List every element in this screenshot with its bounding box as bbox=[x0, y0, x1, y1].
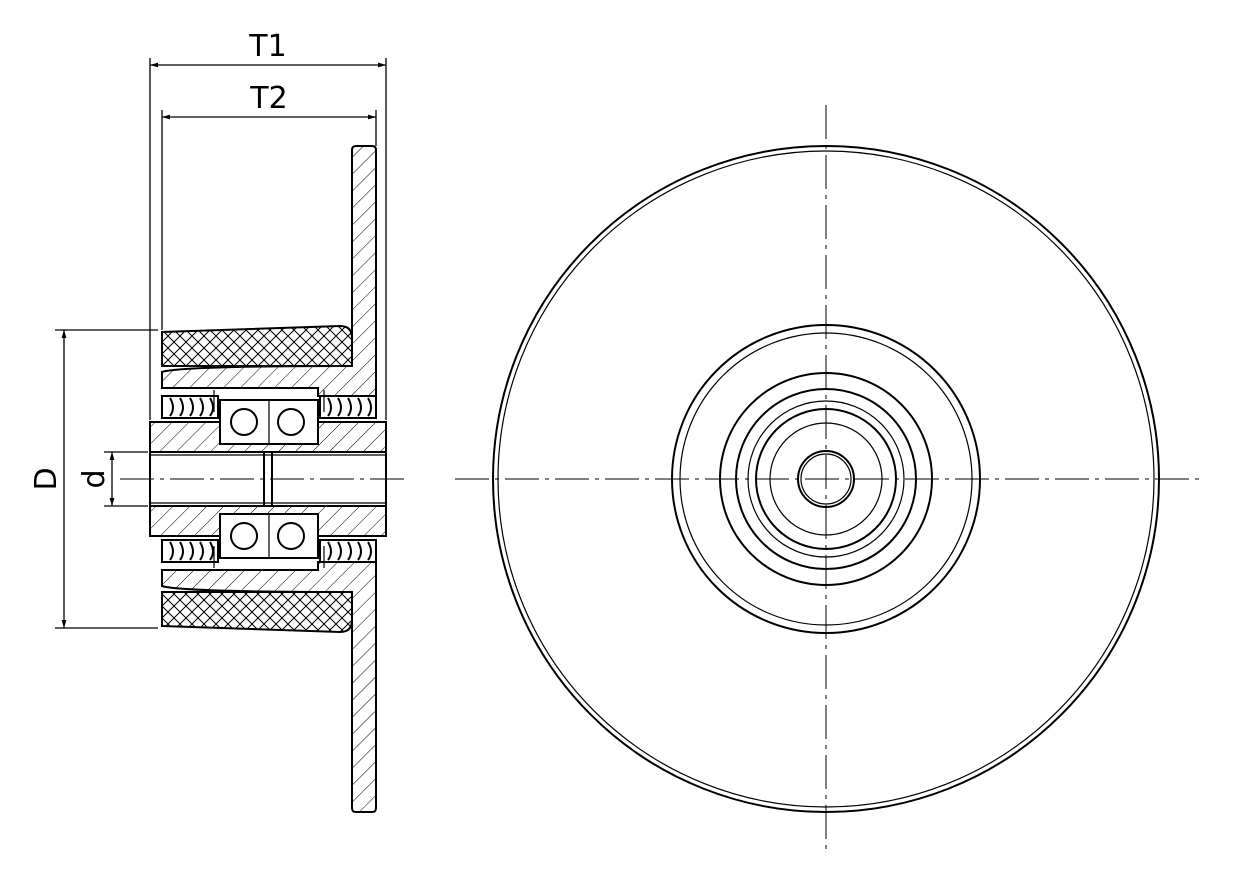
bearing-ball bbox=[277, 522, 305, 550]
dimension-t1: T1 bbox=[149, 29, 387, 420]
tyre-bottom bbox=[161, 591, 353, 634]
tyre-top bbox=[161, 324, 353, 367]
dimension-d-inner: d bbox=[77, 451, 148, 507]
shaft-sleeve-top bbox=[149, 421, 387, 453]
bearing-top bbox=[213, 390, 325, 445]
dimension-t2: T2 bbox=[161, 81, 377, 330]
bearing-bottom bbox=[213, 513, 325, 568]
section-view bbox=[120, 145, 410, 813]
bearing-ball bbox=[230, 522, 258, 550]
shaft-sleeve-bottom bbox=[149, 505, 387, 537]
seal-bottom bbox=[161, 539, 377, 563]
front-view bbox=[455, 105, 1200, 855]
dimension-d-outer: D bbox=[29, 329, 158, 629]
dimension-label-d-inner: d bbox=[77, 469, 112, 488]
bearing-ball bbox=[277, 408, 305, 436]
dimension-label-t2: T2 bbox=[249, 81, 287, 116]
dimension-label-t1: T1 bbox=[248, 29, 286, 64]
dimension-label-d-outer: D bbox=[29, 467, 64, 490]
seal-top bbox=[161, 395, 377, 419]
bearing-ball bbox=[230, 408, 258, 436]
